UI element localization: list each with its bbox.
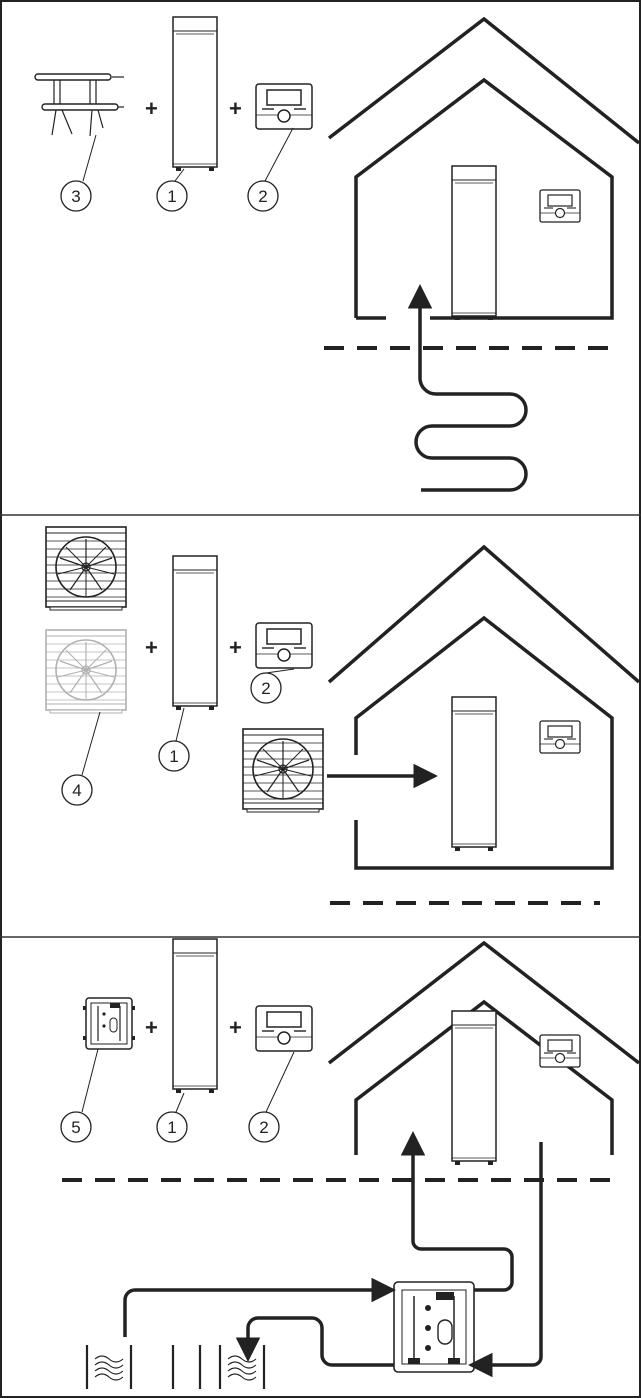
svg-text:2: 2 — [261, 679, 270, 698]
water-module-icon — [83, 997, 135, 1050]
callout-2: 2 — [250, 672, 282, 704]
callout-1: 1 — [158, 740, 190, 772]
heat-pump-unit-icon — [451, 1010, 497, 1166]
plus-sign: + — [229, 1015, 242, 1040]
plus-sign: + — [229, 96, 242, 121]
controller-icon — [255, 622, 313, 669]
callout-4: 4 — [61, 774, 93, 806]
panel-air-source: + + 1 2 4 — [45, 526, 641, 905]
callout-3: 3 — [60, 180, 92, 212]
svg-text:2: 2 — [258, 187, 267, 206]
heat-pump-unit-icon — [451, 165, 497, 321]
waves-icon — [85, 1343, 133, 1391]
waves-icon — [218, 1343, 266, 1391]
arrow-icon — [235, 1316, 394, 1367]
air-module-icon — [45, 526, 127, 611]
air-module-icon — [242, 728, 324, 813]
controller-icon — [255, 83, 313, 130]
heat-pump-unit-icon — [172, 938, 218, 1094]
arrow-icon — [468, 1142, 543, 1378]
panel-ground-source: + + 3 1 2 — [34, 16, 641, 492]
callout-5: 5 — [60, 1111, 92, 1143]
house-outline-icon — [327, 940, 641, 1155]
air-module-icon — [45, 629, 127, 714]
controller-icon — [255, 1005, 313, 1052]
arrow-icon — [407, 284, 528, 492]
water-module-icon — [393, 1281, 475, 1373]
callout-1: 1 — [156, 1111, 188, 1143]
plus-sign: + — [145, 96, 158, 121]
house-outline-icon — [327, 16, 641, 320]
controller-icon — [539, 1034, 581, 1068]
arrow-icon — [123, 1277, 396, 1337]
plus-sign: + — [145, 1015, 158, 1040]
heat-pump-unit-icon — [172, 555, 218, 711]
plus-sign: + — [229, 635, 242, 660]
callout-2: 2 — [248, 1111, 280, 1143]
controller-icon — [539, 189, 581, 223]
callout-2: 2 — [247, 180, 279, 212]
house-outline-icon — [327, 544, 641, 870]
callout-1: 1 — [156, 180, 188, 212]
svg-text:1: 1 — [167, 187, 176, 206]
heat-pump-unit-icon — [451, 696, 497, 852]
controller-icon — [539, 720, 581, 754]
panel-water-source: + + 5 1 2 — [60, 938, 641, 1391]
svg-text:1: 1 — [167, 1118, 176, 1137]
svg-text:5: 5 — [71, 1118, 80, 1137]
plus-sign: + — [145, 635, 158, 660]
svg-text:3: 3 — [71, 187, 80, 206]
svg-text:1: 1 — [169, 747, 178, 766]
arrow-icon — [400, 1131, 514, 1292]
heat-pump-unit-icon — [172, 16, 218, 172]
ground-collector-icon — [34, 73, 124, 137]
svg-text:2: 2 — [259, 1118, 268, 1137]
svg-text:4: 4 — [72, 781, 81, 800]
